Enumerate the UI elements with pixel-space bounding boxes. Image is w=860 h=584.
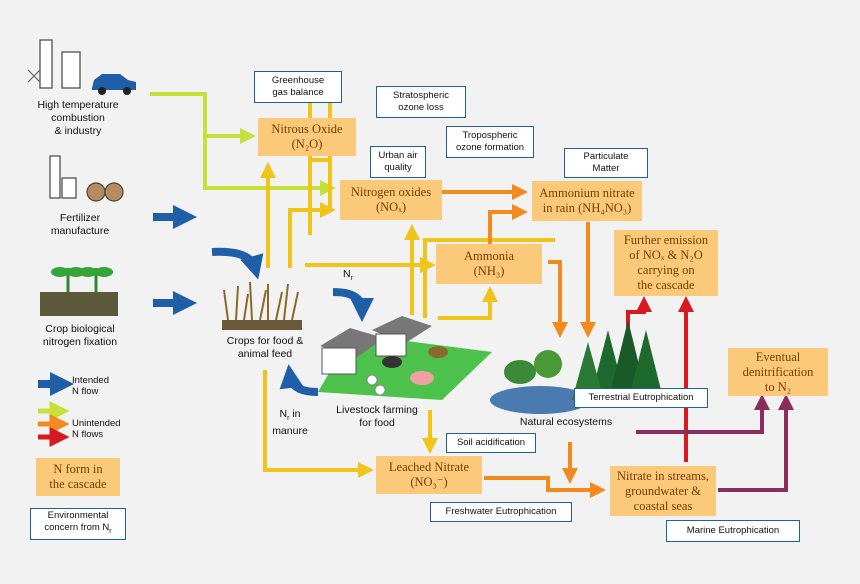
nr-top-label: Nr <box>338 268 358 285</box>
legend-concern-text: concern from N <box>44 522 110 534</box>
legend-nform-box: N form in the cascade <box>36 458 120 496</box>
concern-urban-air: Urban air quality <box>370 146 426 178</box>
car-icon <box>92 74 136 95</box>
crops-label: Crops for food & animal feed <box>226 335 304 360</box>
legend-concern-sub: r <box>109 527 112 535</box>
ammonia-box: Ammonia (NH₃) <box>436 244 542 284</box>
legend-concern-box: Environmental concern from Nr <box>30 508 126 540</box>
nr-manure-label: Nr in manure <box>265 408 315 438</box>
nr-top-sub: r <box>350 275 353 283</box>
legume-icon <box>40 267 118 316</box>
concern-soil: Soil acidification <box>446 433 536 453</box>
nitrogen-oxides-title: Nitrogen oxides <box>350 185 432 199</box>
concern-greenhouse: Greenhouse gas balance <box>254 71 342 103</box>
concern-marine: Marine Eutrophication <box>666 520 800 542</box>
legend-intended-label: Intended N flow <box>72 375 109 397</box>
leached-nitrate-title: Leached Nitrate <box>388 460 470 474</box>
concern-stratospheric: Stratospheric ozone loss <box>376 86 466 118</box>
source-crop-fixation: Crop biological nitrogen fixation <box>42 323 118 348</box>
nr-top-n: N <box>343 268 351 280</box>
nr-manure-sub: r <box>287 415 290 423</box>
leached-nitrate-formula: (NO₃⁻) <box>410 475 448 489</box>
denit-line-2: denitrification <box>742 364 814 379</box>
streams-line-2: groundwater & <box>624 483 702 498</box>
nitrous-oxide-title: Nitrous Oxide <box>271 122 343 136</box>
ammonia-formula: (NH₃) <box>473 264 505 278</box>
nitrous-oxide-box: Nitrous Oxide (N₂O) <box>258 118 356 156</box>
nitrogen-oxides-formula: (NOₓ) <box>375 200 406 214</box>
further-emission-box: Further emission of NOₓ & N₂O carrying o… <box>614 230 718 296</box>
further-line-2: of NOₓ & N₂O <box>629 248 703 262</box>
denit-line-1: Eventual <box>755 349 801 364</box>
denitrification-box: Eventual denitrification to N₂ <box>728 348 828 396</box>
livestock-label: Livestock farming for food <box>336 404 418 429</box>
legend-nform-line-1: N form in <box>53 462 103 476</box>
farm-icon <box>318 316 492 400</box>
legend-concern-line-1: Environmental <box>47 510 109 522</box>
ammonium-nitrate-formula: in rain (NH₄NO₃) <box>542 201 632 215</box>
ammonia-title: Ammonia <box>464 249 514 263</box>
further-line-4: the cascade <box>637 278 695 292</box>
streams-line-3: coastal seas <box>633 498 693 513</box>
ammonium-nitrate-title: Ammonium nitrate <box>539 186 635 200</box>
forest-icon <box>490 320 664 414</box>
legend-unintended-label: Unintended N flows <box>72 418 121 440</box>
further-line-1: Further emission <box>623 233 709 247</box>
concern-tropospheric: Tropospheric ozone formation <box>446 126 534 158</box>
natural-ecosystems-label: Natural ecosystems <box>519 416 613 428</box>
crops-icon <box>222 281 302 330</box>
nr-manure-n: N <box>279 408 288 420</box>
legend-concern-line-2: concern from Nr <box>31 522 125 538</box>
purple-flows <box>636 394 794 492</box>
orange-flows <box>440 184 606 498</box>
source-fertilizer: Fertilizer manufacture <box>50 212 110 237</box>
concern-particulate: Particulate Matter <box>564 148 648 178</box>
nr-manure-rest: in manure <box>272 408 308 438</box>
fertilizer-icon <box>49 155 124 202</box>
lime-flows <box>150 92 336 196</box>
ammonium-nitrate-box: Ammonium nitrate in rain (NH₄NO₃) <box>532 181 642 221</box>
source-combustion: High temperature combustion & industry <box>37 99 119 137</box>
legend-nform-line-2: the cascade <box>49 477 107 491</box>
nitrogen-oxides-box: Nitrogen oxides (NOₓ) <box>340 180 442 220</box>
intended-flows <box>153 205 374 396</box>
factory-icon <box>27 39 81 89</box>
further-line-3: carrying on <box>637 263 695 277</box>
leached-nitrate-box: Leached Nitrate (NO₃⁻) <box>376 456 482 494</box>
concern-terrestrial: Terrestrial Eutrophication <box>574 388 708 408</box>
legend-arrows <box>38 372 74 447</box>
concern-freshwater: Freshwater Eutrophication <box>430 502 572 522</box>
nitrate-streams-box: Nitrate in streams, groundwater & coasta… <box>610 466 716 516</box>
streams-line-1: Nitrate in streams, <box>617 468 709 483</box>
nitrous-oxide-formula: (N₂O) <box>291 137 323 151</box>
denit-line-3: to N₂ <box>764 379 792 394</box>
